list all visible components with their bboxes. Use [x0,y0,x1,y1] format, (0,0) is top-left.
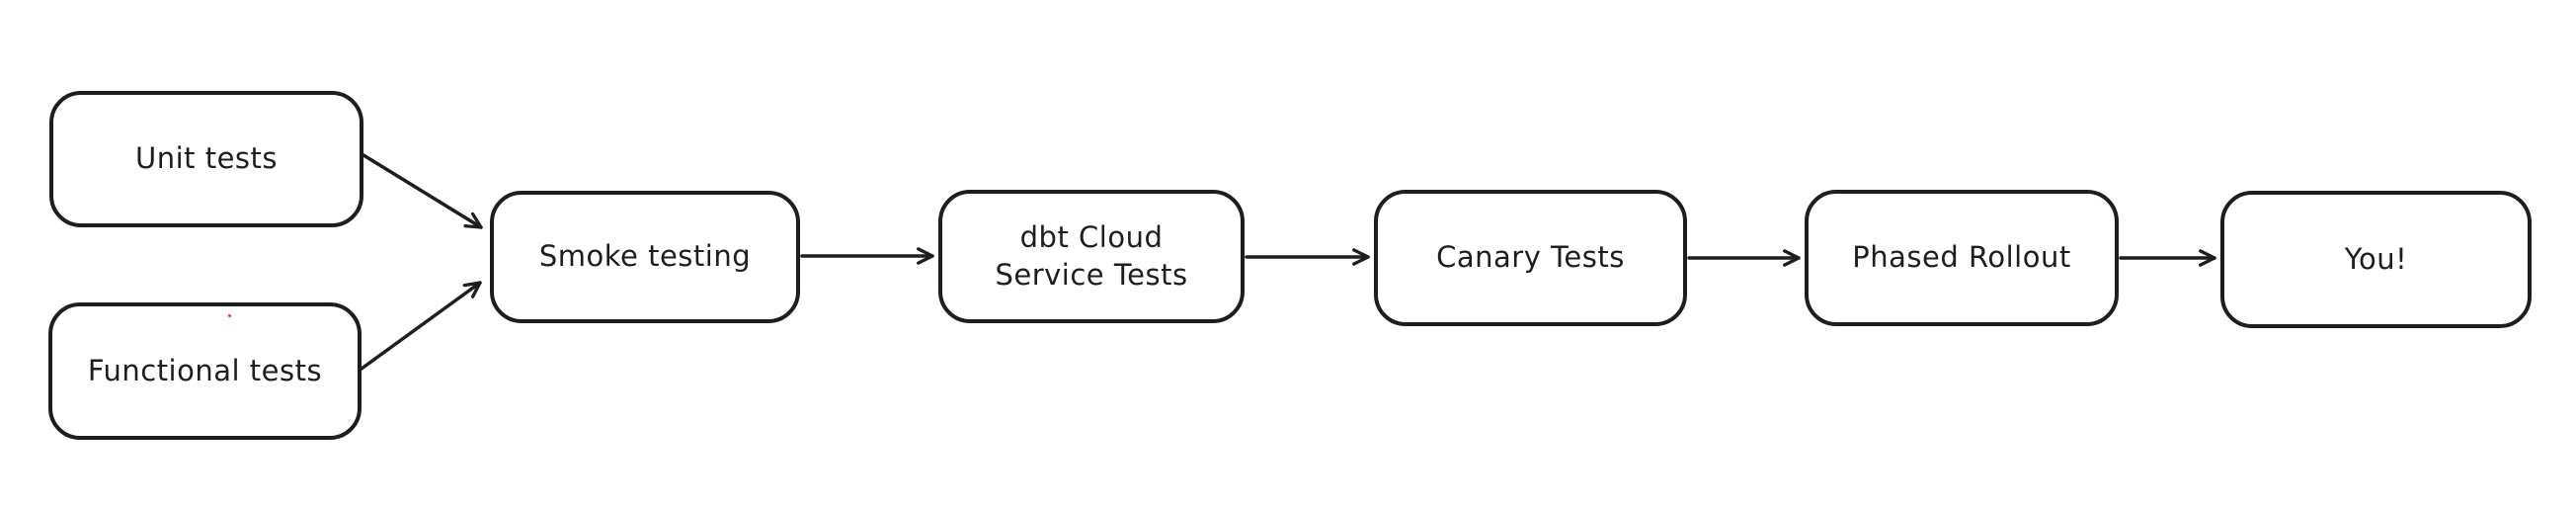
flow-node-dbt-cloud-service-tests: dbt Cloud Service Tests [938,190,1245,323]
flow-node-canary-tests: Canary Tests [1374,190,1687,326]
flow-node-unit-tests: Unit tests [49,91,363,227]
edge-unit-tests-to-smoke-testing [362,153,483,229]
flow-node-smoke-testing: Smoke testing [490,191,800,323]
edge-functional-tests-to-smoke-testing [360,281,482,371]
flow-node-you: You! [2220,191,2532,328]
stray-red-dot [228,314,231,317]
flow-node-phased-rollout: Phased Rollout [1805,190,2119,326]
flow-node-functional-tests: Functional tests [48,302,362,440]
